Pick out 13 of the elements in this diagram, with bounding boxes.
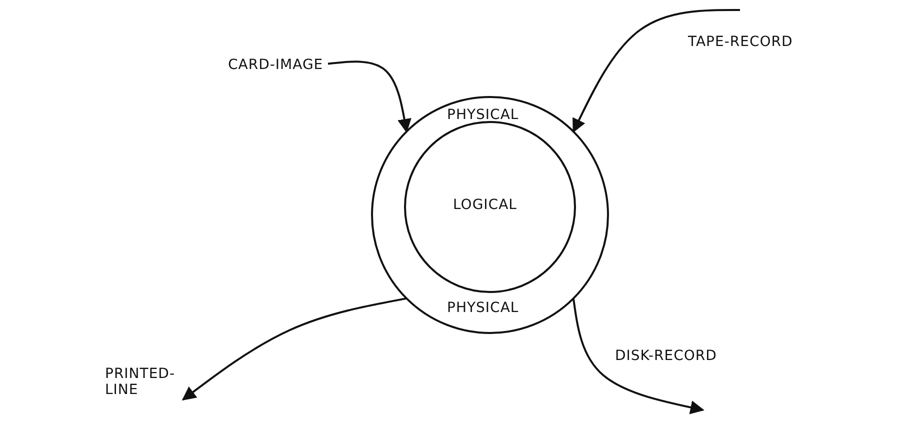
circle-label: PHYSICAL	[447, 300, 519, 316]
arrow	[328, 60, 412, 133]
circle-label: PHYSICAL	[447, 107, 519, 123]
io-label: CARD-IMAGE	[228, 57, 324, 73]
arrow	[572, 8, 740, 133]
circle-shape	[372, 97, 608, 333]
circle-shape	[405, 122, 575, 292]
arrow	[572, 298, 704, 414]
io-label: PRINTED-LINE	[105, 366, 176, 398]
arrow	[182, 297, 407, 400]
io-label: TAPE-RECORD	[688, 34, 793, 50]
io-label: DISK-RECORD	[615, 348, 717, 364]
circle-label: LOGICAL	[453, 197, 517, 213]
